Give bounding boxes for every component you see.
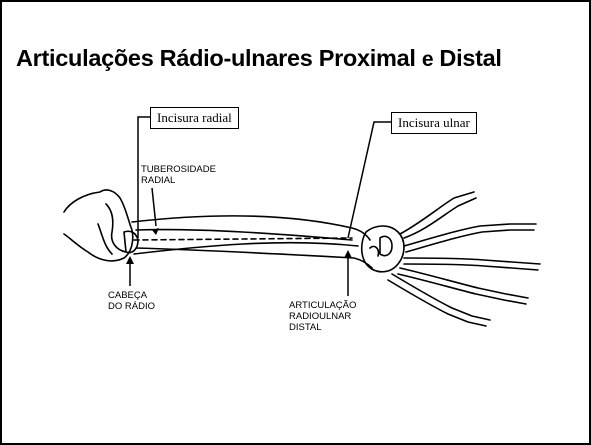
- finger-index: [403, 223, 537, 253]
- radioulnar-dashed-line: [133, 237, 353, 241]
- label-line: DISTAL: [289, 322, 322, 333]
- title-main: Articulações Rádio-ulnares Proximal: [16, 45, 422, 71]
- leader-incisura-ulnar: [347, 121, 391, 239]
- label-line: RADIAL: [141, 175, 176, 186]
- label-line: CABEÇA: [108, 290, 148, 301]
- finger-little: [387, 273, 491, 327]
- callout-incisura-radial: Incisura radial: [150, 107, 239, 129]
- title-end: Distal: [433, 45, 502, 71]
- finger-middle: [403, 257, 541, 271]
- label-cabeca-do-radio: CABEÇA DO RÁDIO: [108, 290, 155, 312]
- label-line: TUBEROSIDADE: [141, 164, 216, 175]
- humerus-outline: [63, 189, 134, 262]
- leader-incisura-radial: [137, 116, 150, 238]
- label-tuberosidade-radial: TUBEROSIDADE RADIAL: [141, 164, 216, 186]
- arrow-tuberosidade: [151, 187, 157, 227]
- callout-incisura-ulnar: Incisura ulnar: [391, 112, 477, 134]
- radius-outline: [135, 228, 373, 269]
- title-conjunction: e: [421, 48, 434, 71]
- finger-thumb: [399, 191, 477, 239]
- label-line: DO RÁDIO: [108, 301, 155, 312]
- arrowhead-articulacao: [344, 250, 352, 258]
- finger-ring: [397, 267, 529, 305]
- label-articulacao-radioulnar-distal: ARTICULAÇÃO RADIOULNAR DISTAL: [289, 300, 356, 333]
- label-line: RADIOULNAR: [289, 311, 352, 322]
- slide-title: Articulações Rádio-ulnares Proximal e Di…: [16, 45, 502, 72]
- elbow-joint-detail: [97, 203, 127, 255]
- arrowhead-tuberosidade: [152, 228, 159, 235]
- label-line: ARTICULAÇÃO: [289, 300, 357, 311]
- arrowhead-cabeca: [126, 256, 134, 264]
- ulna-outline: [131, 215, 371, 255]
- carpal-bones: [360, 225, 405, 273]
